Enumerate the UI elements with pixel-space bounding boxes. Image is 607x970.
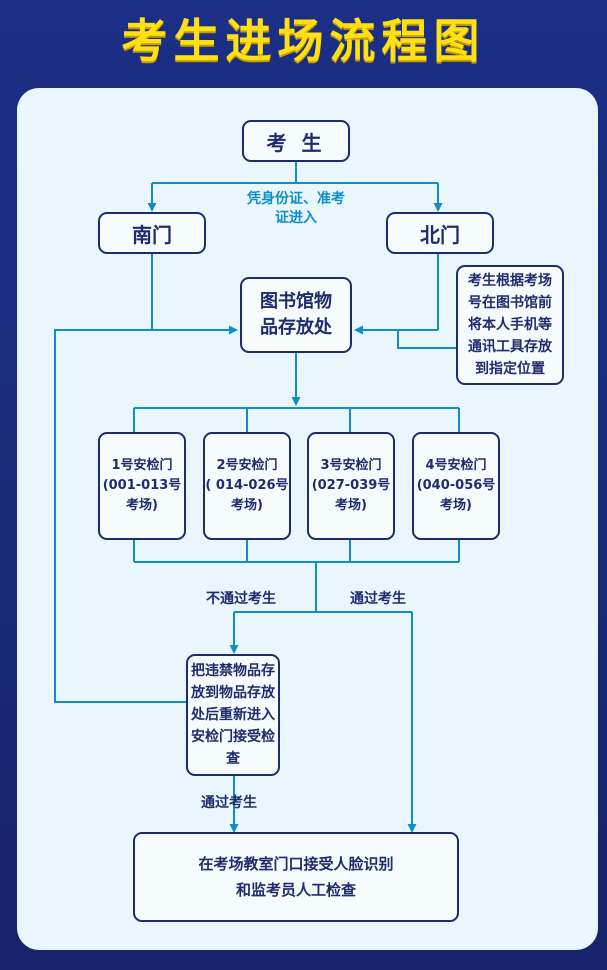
checkpoint-1-name: 1号安检门: [111, 458, 173, 473]
checkpoint-2-name: 2号安检门: [216, 458, 278, 473]
node-south-gate-text: 南门: [132, 222, 172, 247]
label-pass: 通过考生: [350, 591, 406, 607]
node-final-text: 在考场教室门口接受人脸识别和监考员人工检查: [198, 855, 394, 899]
node-retry: 把违禁物品存放到物品存放处后重新进入安检门接受检查: [186, 654, 280, 776]
label-pass-retry: 通过考生: [201, 795, 257, 811]
node-south-gate: 南门: [98, 212, 206, 254]
node-north-gate: 北门: [386, 212, 494, 254]
line-retry-loop: [54, 329, 186, 703]
label-id-check: 凭身份证、准考证进入: [246, 190, 346, 228]
node-candidate: 考 生: [242, 120, 350, 162]
node-north-note-text: 考生根据考场号在图书馆前将本人手机等通讯工具存放到指定位置: [468, 273, 552, 377]
checkpoint-4-name: 4号安检门: [425, 458, 487, 473]
checkpoint-2-suffix: 考场): [231, 498, 263, 513]
checkpoint-4-suffix: 考场): [440, 498, 472, 513]
checkpoint-3-name: 3号安检门: [320, 458, 382, 473]
node-storage-text: 图书馆物品存放处: [260, 291, 332, 338]
node-north-gate-text: 北门: [420, 222, 460, 247]
node-checkpoint-4: 4号安检门 (040-056号 考场): [412, 432, 500, 540]
node-retry-text: 把违禁物品存放到物品存放处后重新进入安检门接受检查: [191, 663, 275, 767]
line-note-bracket: [397, 330, 456, 349]
node-checkpoint-3: 3号安检门 (027-039号 考场): [307, 432, 395, 540]
checkpoint-3-range: (027-039号: [311, 478, 391, 493]
node-candidate-text: 考 生: [266, 130, 326, 155]
checkpoint-1-suffix: 考场): [126, 498, 158, 513]
node-north-note: 考生根据考场号在图书馆前将本人手机等通讯工具存放到指定位置: [456, 265, 564, 385]
page-title: 考生进场流程图: [121, 14, 486, 68]
label-id-check-text: 凭身份证、准考证进入: [247, 191, 345, 226]
checkpoint-2-range: ( 014-026号: [205, 478, 289, 493]
label-fail: 不通过考生: [206, 591, 276, 607]
node-checkpoint-1: 1号安检门 (001-013号 考场): [98, 432, 186, 540]
checkpoint-1-range: (001-013号: [102, 478, 182, 493]
checkpoint-3-suffix: 考场): [335, 498, 367, 513]
node-checkpoint-2: 2号安检门 ( 014-026号 考场): [203, 432, 291, 540]
checkpoint-4-range: (040-056号: [416, 478, 496, 493]
node-storage: 图书馆物品存放处: [240, 277, 352, 353]
node-final: 在考场教室门口接受人脸识别和监考员人工检查: [133, 832, 459, 922]
